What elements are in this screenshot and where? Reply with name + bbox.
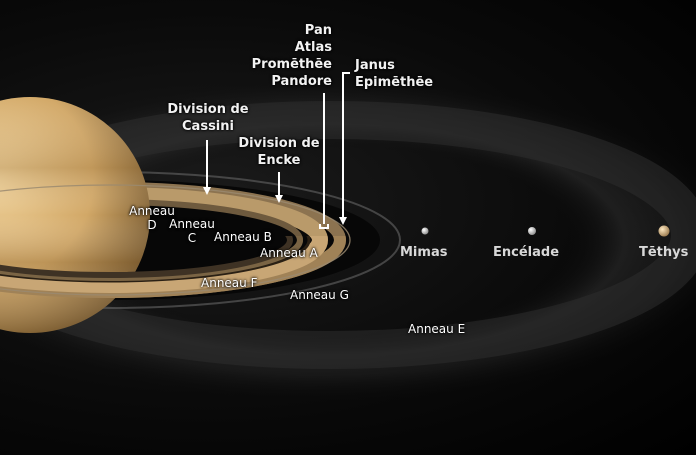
ring-f-label: Anneau F xyxy=(201,276,258,290)
f-ring xyxy=(0,184,351,296)
label-pandore: Pandore xyxy=(271,74,332,89)
ring-c-line2: C xyxy=(187,231,197,245)
label-atlas: Atlas xyxy=(294,40,332,55)
encelade-label: Encélade xyxy=(493,245,560,260)
cassini-arrowhead xyxy=(203,187,211,195)
ring-d-line1: Anneau xyxy=(129,204,175,218)
mimas-label: Mimas xyxy=(400,245,448,260)
cassini-division-label: Division de Cassini xyxy=(160,101,256,135)
arrows xyxy=(203,72,350,229)
encke-label-line1: Division de xyxy=(238,136,320,151)
encke-arrowhead xyxy=(275,195,283,203)
ring-d-label: Anneau D xyxy=(124,204,180,232)
encke-label-line2: Encke xyxy=(257,153,301,168)
encke-division-label: Division de Encke xyxy=(231,135,327,169)
ring-c-label: Anneau C xyxy=(164,217,220,245)
pan-group-label: Pan Atlas Promēthēe Pandore xyxy=(240,22,332,90)
e-ring-glow xyxy=(0,101,696,369)
encelade-moon xyxy=(528,227,536,235)
janus-group-label: Janus Epimēthēe xyxy=(355,57,433,91)
cassini-label-line2: Cassini xyxy=(182,119,234,134)
ring-e-label: Anneau E xyxy=(408,322,466,336)
label-janus: Janus xyxy=(355,58,395,73)
tethys-label: Tēthys xyxy=(639,245,689,260)
main-rings-front xyxy=(0,236,346,298)
label-pan: Pan xyxy=(304,23,332,38)
cassini-label-line1: Division de xyxy=(167,102,249,117)
mimas-moon xyxy=(421,227,429,235)
ring-b-label: Anneau B xyxy=(214,230,272,244)
tethys-moon xyxy=(658,225,670,237)
janus-arrowhead xyxy=(339,217,347,225)
ring-d-line2: D xyxy=(147,218,157,232)
label-promethee: Promēthēe xyxy=(251,57,332,72)
janus-arrow xyxy=(342,72,350,218)
ring-a-label: Anneau A xyxy=(260,246,318,260)
label-epimethee: Epimēthēe xyxy=(355,75,434,90)
ring-g-label: Anneau G xyxy=(290,288,349,302)
ring-c-line1: Anneau xyxy=(169,217,215,231)
